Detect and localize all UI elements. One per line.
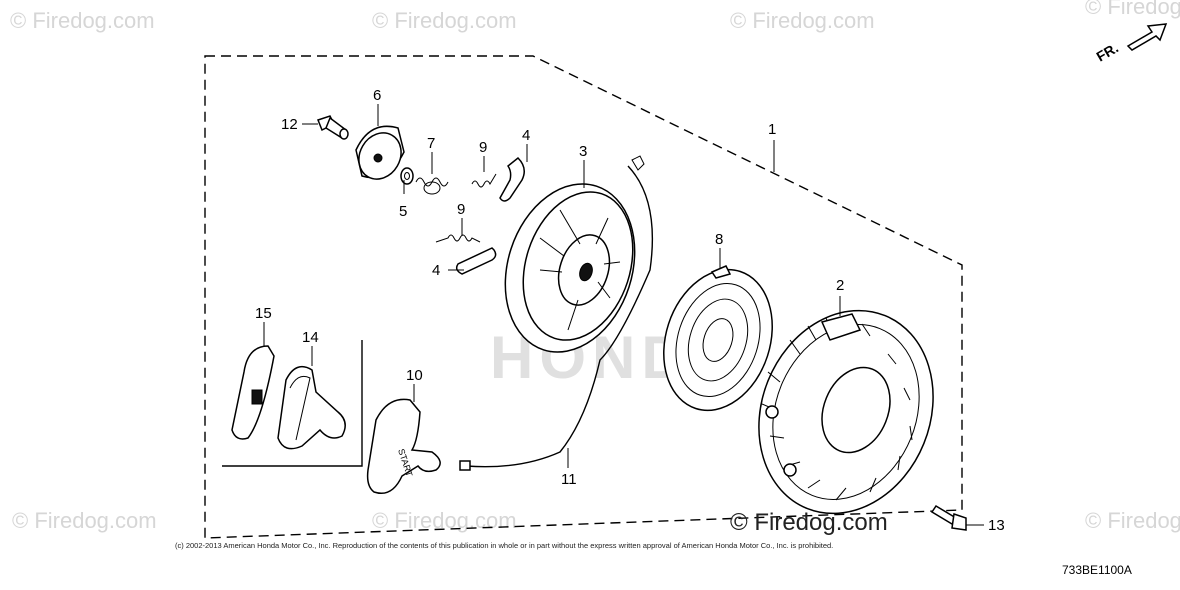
callout-11: 11 [561, 471, 577, 488]
part-15-handle [231, 345, 275, 440]
callout-13: 13 [988, 517, 1005, 534]
part-6-ratchet [355, 125, 405, 180]
part-11-rope [465, 165, 654, 468]
part-14-handle [277, 365, 346, 450]
front-label: FR. [1094, 39, 1122, 64]
part-2-starter-case [758, 309, 934, 515]
callout-1: 1 [768, 121, 776, 138]
front-arrow-icon [1126, 23, 1168, 51]
watermark-top-far-right: © Firedog.com [1085, 0, 1180, 19]
part-8-recoil-spring [663, 265, 773, 412]
callout-15: 15 [255, 305, 272, 322]
callout-14: 14 [302, 329, 319, 346]
copyright-notice: (c) 2002-2013 American Honda Motor Co., … [175, 541, 833, 550]
part-7-spring-coil [423, 181, 441, 195]
callout-12: 12 [281, 116, 298, 133]
callout-8: 8 [715, 231, 723, 248]
callout-9-lower: 9 [457, 201, 465, 218]
callout-2: 2 [836, 277, 844, 294]
part-9-spring-lower [435, 234, 481, 243]
leader-lines [263, 104, 984, 526]
assembly-boundary [204, 55, 963, 539]
callout-7: 7 [427, 135, 435, 152]
part-3-reel [504, 183, 636, 353]
part-5-washer-hole [404, 172, 410, 180]
watermark-top-center: © Firedog.com [372, 8, 517, 33]
part-13-bolt [930, 504, 967, 531]
part-4-pawl-upper [499, 156, 525, 202]
watermark-top-right: © Firedog.com [730, 8, 875, 33]
callout-9-upper: 9 [479, 139, 487, 156]
watermark-bottom-right: © Firedog.com [1085, 508, 1180, 533]
part-12-bolt [317, 115, 349, 140]
part-4-pawl-lower [455, 247, 497, 275]
front-direction-marker: FR. [1094, 23, 1168, 65]
callout-4-lower: 4 [432, 262, 440, 279]
callout-10: 10 [406, 367, 423, 384]
callout-3: 3 [579, 143, 587, 160]
watermark-bottom-left: © Firedog.com [12, 508, 157, 533]
watermark-center-logo: © Firedog.com [730, 509, 888, 536]
part-5-washer [400, 167, 414, 185]
callout-4-upper: 4 [522, 127, 530, 144]
callout-5: 5 [399, 203, 407, 220]
part-11-rope-end [631, 155, 645, 171]
diagram-code: 733BE1100A [1062, 563, 1132, 577]
part-9-spring-upper [471, 173, 497, 188]
part-11-rope-tip [459, 460, 471, 471]
part-10-handle: START [366, 398, 441, 494]
handles-group-bracket [222, 340, 363, 467]
callout-6: 6 [373, 87, 381, 104]
watermark-top-left: © Firedog.com [10, 8, 155, 33]
